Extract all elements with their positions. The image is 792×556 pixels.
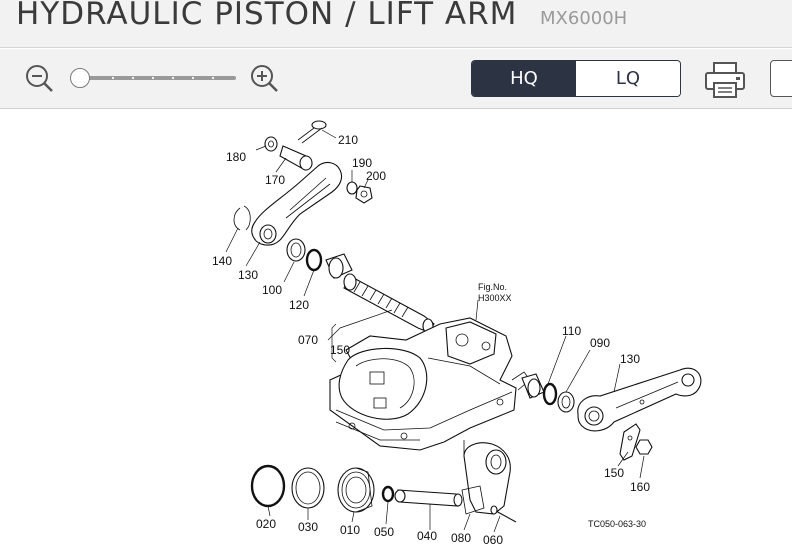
part-200-nut[interactable]: [355, 185, 373, 204]
callout-210[interactable]: 210: [338, 133, 358, 147]
quality-lq-button[interactable]: LQ: [576, 61, 680, 96]
zoom-slider-thumb[interactable]: [70, 68, 90, 88]
slider-tick: [192, 77, 194, 79]
leader-lines: [225, 129, 645, 533]
part-130-lift-arm-left[interactable]: [251, 161, 343, 246]
slider-tick: [172, 77, 174, 79]
part-210-bolt[interactable]: [297, 120, 327, 144]
callout-140[interactable]: 140: [212, 254, 232, 268]
callout-200[interactable]: 200: [366, 169, 386, 183]
fig-number[interactable]: H300XX: [478, 293, 512, 303]
callout-080[interactable]: 080: [451, 531, 471, 545]
part-170-pin[interactable]: [279, 145, 313, 171]
part-020-o-ring[interactable]: [250, 464, 286, 508]
callout-100[interactable]: 100: [262, 283, 282, 297]
part-070-lift-shaft[interactable]: [343, 273, 435, 334]
part-180-washer[interactable]: [264, 136, 278, 152]
fig-label: Fig.No.: [478, 282, 507, 292]
part-030-backup-ring[interactable]: [291, 467, 325, 509]
callout-050[interactable]: 050: [374, 525, 394, 539]
callout-040[interactable]: 040: [417, 529, 437, 543]
callout-180[interactable]: 180: [226, 150, 246, 164]
exploded-view-drawing: 210 180 190 200 170 140 130 100 120 070 …: [212, 120, 702, 547]
callout-160[interactable]: 160: [630, 480, 650, 494]
more-button[interactable]: [770, 60, 792, 97]
part-hydraulic-housing[interactable]: [329, 317, 531, 451]
printer-icon[interactable]: [704, 61, 746, 99]
part-130-lift-arm-right[interactable]: [577, 367, 702, 432]
part-090-o-ring[interactable]: [542, 382, 558, 406]
title-bar: HYDRAULIC PISTON / LIFT ARM MX6000H: [0, 0, 792, 48]
part-150-bracket[interactable]: [619, 423, 641, 461]
callout-070[interactable]: 070: [298, 333, 318, 347]
callout-020[interactable]: 020: [256, 517, 276, 531]
slider-tick: [132, 77, 134, 79]
callout-030[interactable]: 030: [298, 520, 318, 534]
callout-120[interactable]: 120: [289, 298, 309, 312]
zoom-in-icon[interactable]: [249, 63, 279, 93]
zoom-slider[interactable]: [70, 68, 236, 88]
part-100-bushing[interactable]: [286, 238, 306, 262]
zoom-slider-track: [78, 76, 236, 80]
quality-toggle: HQ LQ: [471, 60, 681, 97]
part-160-bolt[interactable]: [635, 439, 653, 455]
part-010-piston[interactable]: [337, 467, 375, 513]
part-140-snap-ring[interactable]: [233, 205, 251, 231]
zoom-out-icon[interactable]: [24, 63, 54, 93]
parts-diagram[interactable]: 210 180 190 200 170 140 130 100 120 070 …: [0, 110, 792, 556]
quality-hq-button[interactable]: HQ: [472, 61, 576, 96]
callout-150-right[interactable]: 150: [604, 466, 624, 480]
callout-010[interactable]: 010: [340, 523, 360, 537]
callout-170[interactable]: 170: [265, 173, 285, 187]
part-120-o-ring[interactable]: [305, 248, 323, 272]
part-060-pin[interactable]: [490, 505, 517, 523]
part-bushing-right[interactable]: [557, 391, 575, 413]
callout-090[interactable]: 090: [590, 336, 610, 350]
part-110-bushing[interactable]: [521, 373, 545, 399]
toolbar: HQ LQ: [0, 49, 792, 109]
callout-110[interactable]: 110: [562, 324, 581, 338]
slider-tick: [152, 77, 154, 79]
page-title: HYDRAULIC PISTON / LIFT ARM: [16, 0, 518, 32]
part-sleeve[interactable]: [325, 253, 353, 279]
callout-190[interactable]: 190: [352, 156, 372, 170]
part-080-lift-link[interactable]: [461, 440, 511, 515]
part-190-washer[interactable]: [346, 181, 358, 195]
part-040-piston-rod[interactable]: [394, 489, 463, 507]
callout-060[interactable]: 060: [483, 533, 503, 547]
slider-tick: [212, 77, 214, 79]
model-code: MX6000H: [540, 8, 628, 29]
slider-tick: [112, 77, 114, 79]
callout-130-left[interactable]: 130: [238, 268, 258, 282]
callout-130-right[interactable]: 130: [620, 352, 640, 366]
callout-150-left[interactable]: 150: [330, 343, 350, 357]
drawing-code: TC050-063-30: [588, 519, 646, 529]
part-050-ring[interactable]: [381, 485, 395, 503]
